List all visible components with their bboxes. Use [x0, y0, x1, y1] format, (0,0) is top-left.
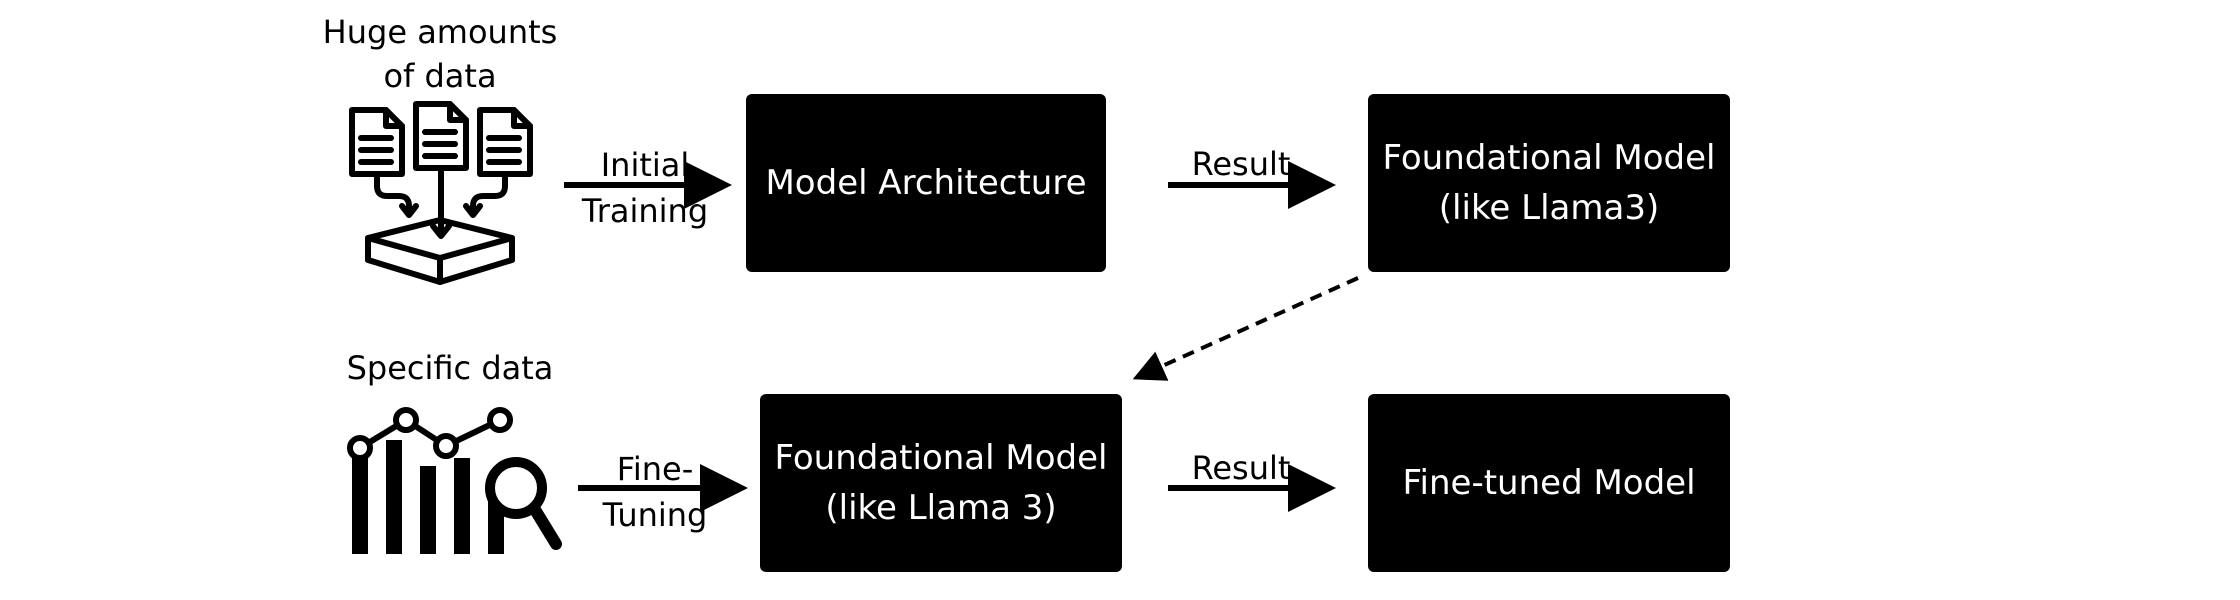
- foundational-dashed-arrow: [1132, 276, 1359, 381]
- documents-into-tray-icon: [349, 101, 533, 285]
- initial-training-line1: Initial: [600, 146, 690, 184]
- foundational-top-line1: Foundational Model: [1382, 138, 1716, 178]
- foundational-top-line2: (like Llama3): [1438, 188, 1660, 228]
- model-architecture-box: Model Architecture: [746, 94, 1106, 272]
- huge-data-label: Huge amounts of data: [310, 10, 570, 98]
- specific-data-label: Specific data: [346, 349, 554, 387]
- foundational-bottom-line1: Foundational Model: [774, 438, 1108, 478]
- initial-training-line2: Training: [581, 192, 709, 230]
- result-bottom-label: Result: [1191, 449, 1291, 487]
- foundational-model-bottom-box: Foundational Model (like Llama 3): [760, 394, 1122, 572]
- foundational-model-top-box: Foundational Model (like Llama3): [1368, 94, 1730, 272]
- fine-tuning-line2: Tuning: [602, 496, 708, 534]
- foundational-bottom-line2: (like Llama 3): [825, 488, 1057, 528]
- bar-chart-magnifier-icon: [347, 407, 562, 554]
- initial-training-label: Initial Training: [560, 142, 730, 234]
- fine-tuned-model-box: Fine-tuned Model: [1368, 394, 1730, 572]
- result-top-label: Result: [1191, 145, 1291, 183]
- huge-data-line2: of data: [383, 57, 497, 95]
- huge-data-line1: Huge amounts: [322, 13, 558, 51]
- fine-tuning-line1: Fine-: [616, 450, 694, 488]
- fine-tuning-label: Fine- Tuning: [580, 446, 730, 538]
